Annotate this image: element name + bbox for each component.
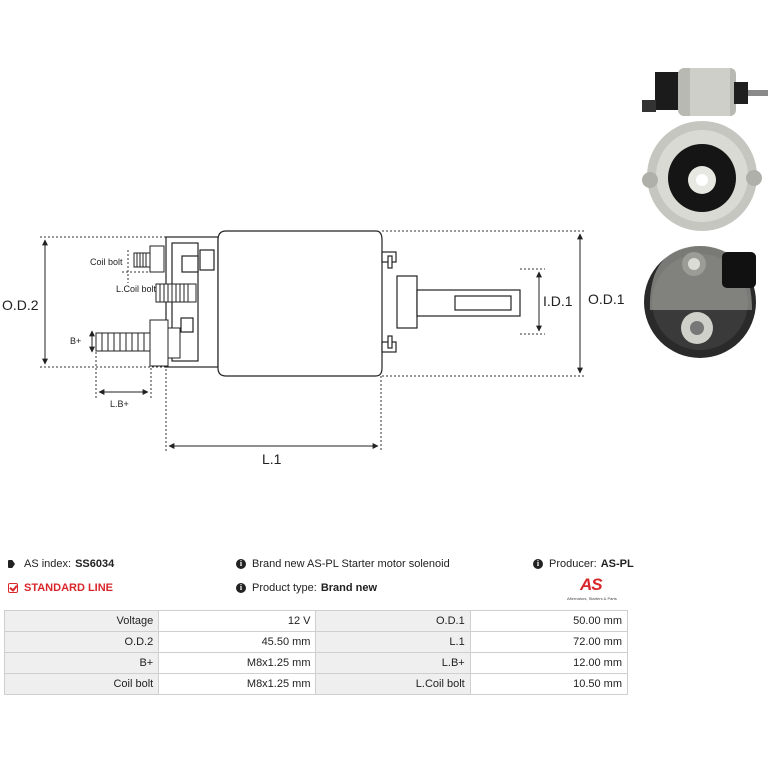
spec-label: L.1 <box>315 631 471 653</box>
table-row: O.D.2 45.50 mm L.1 72.00 mm <box>3 631 629 653</box>
solenoid-outline <box>165 230 521 377</box>
spec-value: 12 V <box>158 610 317 632</box>
as-index-label: AS index: <box>24 558 72 570</box>
dimension-lines <box>42 233 583 449</box>
dim-label-l1: L.1 <box>262 451 282 467</box>
logo-mark: AS <box>580 575 603 594</box>
dim-label-l-coil-bolt: L.Coil bolt <box>116 284 157 294</box>
l-coil-bolt-thread <box>155 283 197 303</box>
product-type-label: Product type: <box>252 582 317 594</box>
product-photo-side <box>642 68 768 116</box>
spec-label: O.D.1 <box>315 610 471 632</box>
spec-label: B+ <box>3 652 160 674</box>
b-plus-bolt-shape <box>95 319 181 367</box>
spec-label: L.B+ <box>315 652 471 674</box>
dim-label-coil-bolt: Coil bolt <box>90 257 123 267</box>
checkbox-icon <box>8 583 18 593</box>
table-row: Coil bolt M8x1.25 mm L.Coil bolt 10.50 m… <box>3 673 629 695</box>
spec-label: L.Coil bolt <box>315 673 471 695</box>
info-icon: i <box>236 583 246 593</box>
as-pl-logo: AS Alternators, Starters & Parts <box>567 575 631 603</box>
spec-value: 50.00 mm <box>469 610 629 632</box>
spec-label: Voltage <box>3 610 160 632</box>
coil-bolt-shape <box>133 245 165 273</box>
dim-label-od1: O.D.1 <box>588 291 625 307</box>
dim-label-od2: O.D.2 <box>2 297 39 313</box>
logo-tagline: Alternators, Starters & Parts <box>567 596 617 601</box>
spec-value: 72.00 mm <box>469 631 629 653</box>
table-row: B+ M8x1.25 mm L.B+ 12.00 mm <box>3 652 629 674</box>
dim-label-lb: L.B+ <box>110 399 129 409</box>
description-text: Brand new AS-PL Starter motor solenoid <box>252 558 450 570</box>
spec-value: 45.50 mm <box>158 631 317 653</box>
spec-value: M8x1.25 mm <box>158 673 317 695</box>
spec-label: Coil bolt <box>3 673 160 695</box>
specs-table: Voltage 12 V O.D.1 50.00 mm O.D.2 45.50 … <box>3 610 629 695</box>
product-line: STANDARD LINE <box>8 582 113 594</box>
product-photo-rear <box>644 246 756 358</box>
as-index: AS index: SS6034 <box>8 558 114 570</box>
product-photo-front <box>642 121 762 231</box>
producer: i Producer: AS-PL <box>533 558 634 570</box>
extension-lines <box>40 230 586 452</box>
line-text: STANDARD LINE <box>24 582 114 594</box>
as-index-value: SS6034 <box>75 558 115 570</box>
info-icon: i <box>236 559 246 569</box>
spec-label: O.D.2 <box>3 631 160 653</box>
spec-value: 12.00 mm <box>469 652 629 674</box>
producer-label: Producer: <box>549 558 597 570</box>
product-description: i Brand new AS-PL Starter motor solenoid <box>236 558 450 570</box>
product-type: i Product type: Brand new <box>236 582 377 594</box>
table-row: Voltage 12 V O.D.1 50.00 mm <box>3 610 629 632</box>
tag-icon <box>8 559 18 569</box>
spec-value: 10.50 mm <box>469 673 629 695</box>
producer-value: AS-PL <box>600 558 634 570</box>
info-icon: i <box>533 559 543 569</box>
spec-value: M8x1.25 mm <box>158 652 317 674</box>
dim-label-bplus: B+ <box>70 336 81 346</box>
dim-label-id1: I.D.1 <box>543 293 573 309</box>
product-type-value: Brand new <box>320 582 378 594</box>
technical-drawing: O.D.2 O.D.1 I.D.1 L.1 L.B+ B+ Coil bolt … <box>2 68 768 467</box>
